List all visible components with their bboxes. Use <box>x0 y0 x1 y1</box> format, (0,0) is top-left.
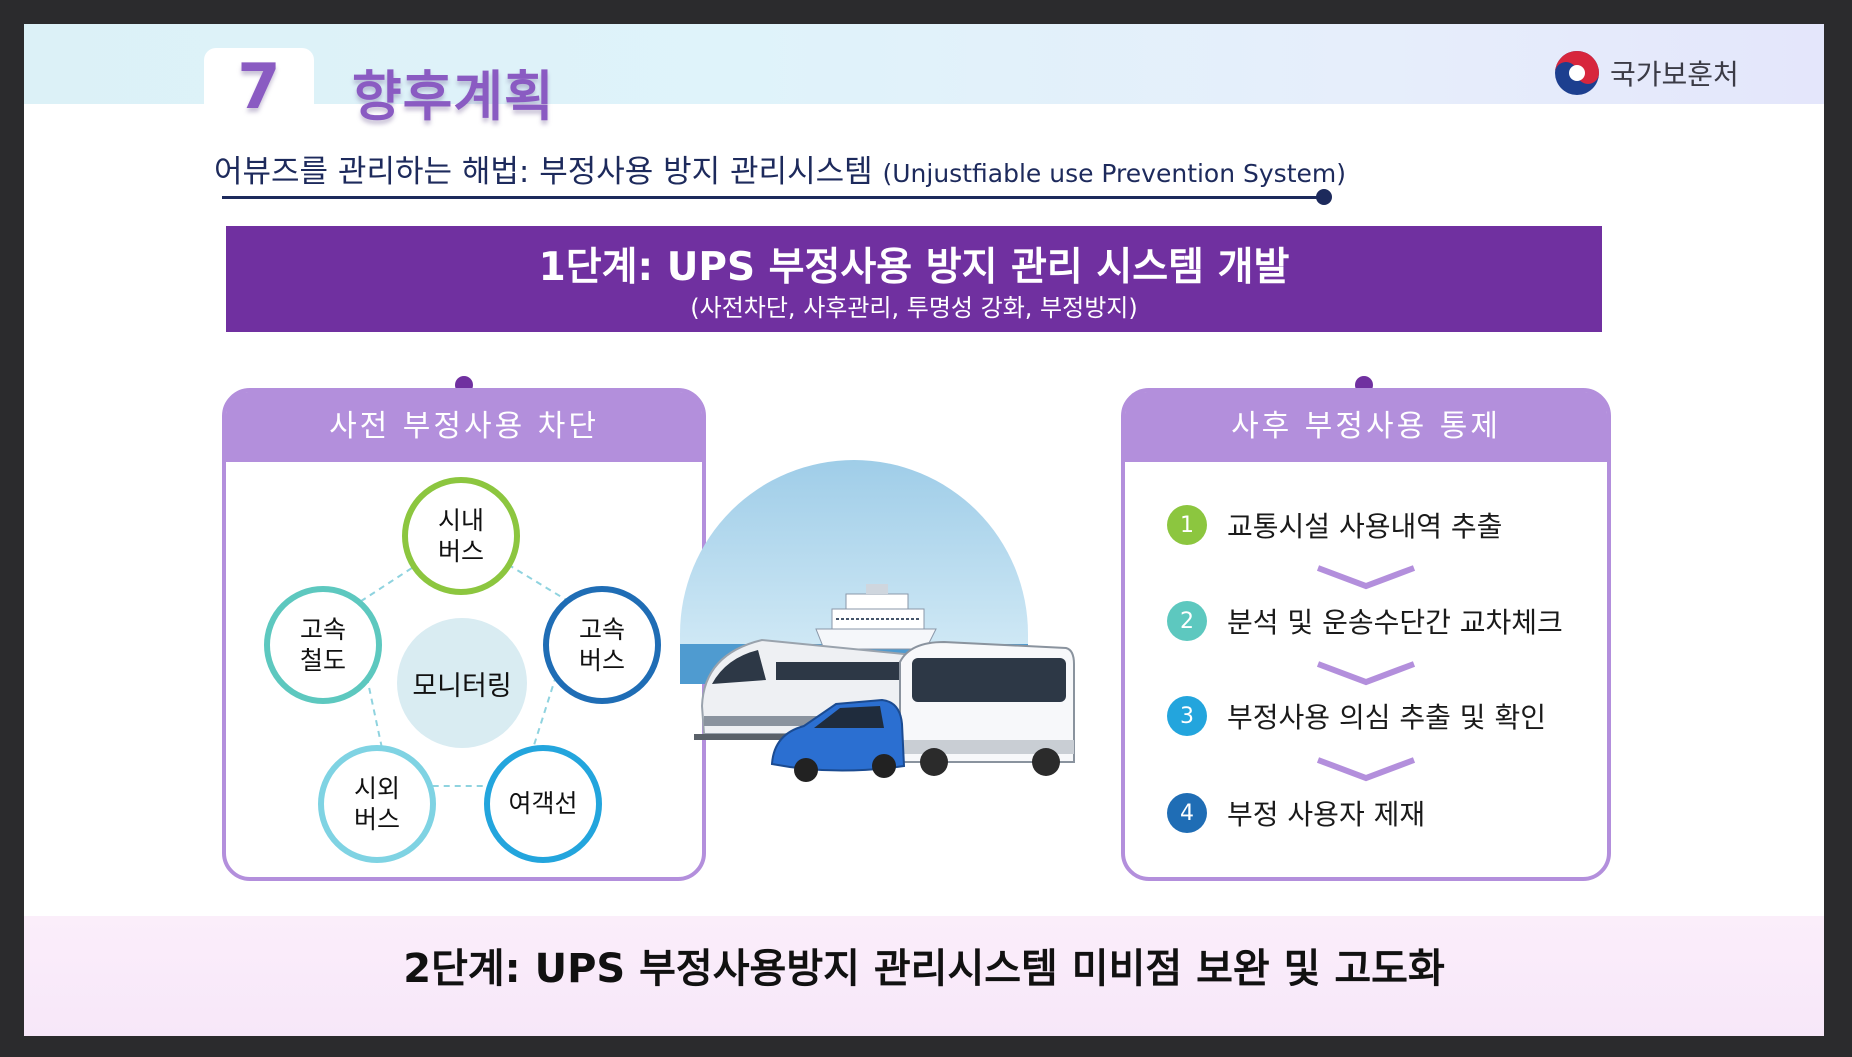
slide: 7 향후계획 국가보훈처 어뷰즈를 관리하는 해법: 부정사용 방지 관리시스템… <box>24 24 1824 1036</box>
step-3: 3 부정사용 의심 추출 및 확인 <box>1167 696 1546 736</box>
monitoring-connector-lines <box>350 534 580 787</box>
subtitle-underline <box>222 196 1322 199</box>
org-name: 국가보훈처 <box>1610 59 1739 90</box>
section-number-tab <box>204 48 314 134</box>
cruise-ship-icon <box>815 584 937 650</box>
node-ferry: 여객선 <box>484 745 602 863</box>
subtitle-underline-dot <box>1316 189 1332 205</box>
subtitle-ko: 어뷰즈를 관리하는 해법: 부정사용 방지 관리시스템 <box>214 154 873 190</box>
left-panel-title: 사전 부정사용 차단 <box>226 392 702 462</box>
chevron-down-icon <box>1316 757 1416 782</box>
step-4-label: 부정 사용자 제재 <box>1227 798 1426 831</box>
subtitle-en: (Unjustfiable use Prevention System) <box>882 159 1347 188</box>
right-panel: 사후 부정사용 통제 <box>1121 388 1611 881</box>
step-3-label: 부정사용 의심 추출 및 확인 <box>1227 701 1546 734</box>
step-2: 2 분석 및 운송수단간 교차체크 <box>1167 601 1563 641</box>
chevron-down-icon <box>1316 661 1416 686</box>
stage1-title: 1단계: UPS 부정사용 방지 관리 시스템 개발 <box>538 245 1290 290</box>
bus-icon <box>899 640 1075 776</box>
subtitle: 어뷰즈를 관리하는 해법: 부정사용 방지 관리시스템 (Unjustfiabl… <box>214 146 1346 191</box>
stage1-subtitle: (사전차단, 사후관리, 투명성 강화, 부정방지) <box>690 294 1138 322</box>
stage2-title: 2단계: UPS 부정사용방지 관리시스템 미비점 보완 및 고도화 <box>403 946 1445 992</box>
step-1-number: 1 <box>1167 505 1207 545</box>
section-number: 7 <box>237 50 281 123</box>
step-1-label: 교통시설 사용내역 추출 <box>1227 510 1503 543</box>
step-2-number: 2 <box>1167 601 1207 641</box>
step-4-number: 4 <box>1167 793 1207 833</box>
step-2-label: 분석 및 운송수단간 교차체크 <box>1227 606 1563 639</box>
transport-illustration <box>680 460 1075 782</box>
step-1: 1 교통시설 사용내역 추출 <box>1167 505 1502 545</box>
right-panel-title: 사후 부정사용 통제 <box>1125 392 1607 462</box>
monitoring-center: 모니터링 <box>397 618 527 748</box>
car-icon <box>770 698 906 782</box>
taegeuk-logo-icon <box>1555 51 1599 95</box>
page-title: 향후계획 <box>352 65 555 128</box>
step-4: 4 부정 사용자 제재 <box>1167 793 1425 833</box>
org-logo: 국가보훈처 <box>1554 50 1739 96</box>
stage2-band <box>24 916 1824 1036</box>
stage1-banner: 1단계: UPS 부정사용 방지 관리 시스템 개발 (사전차단, 사후관리, … <box>226 226 1602 332</box>
header-band <box>24 24 1824 104</box>
chevron-down-icon <box>1316 565 1416 590</box>
step-3-number: 3 <box>1167 696 1207 736</box>
